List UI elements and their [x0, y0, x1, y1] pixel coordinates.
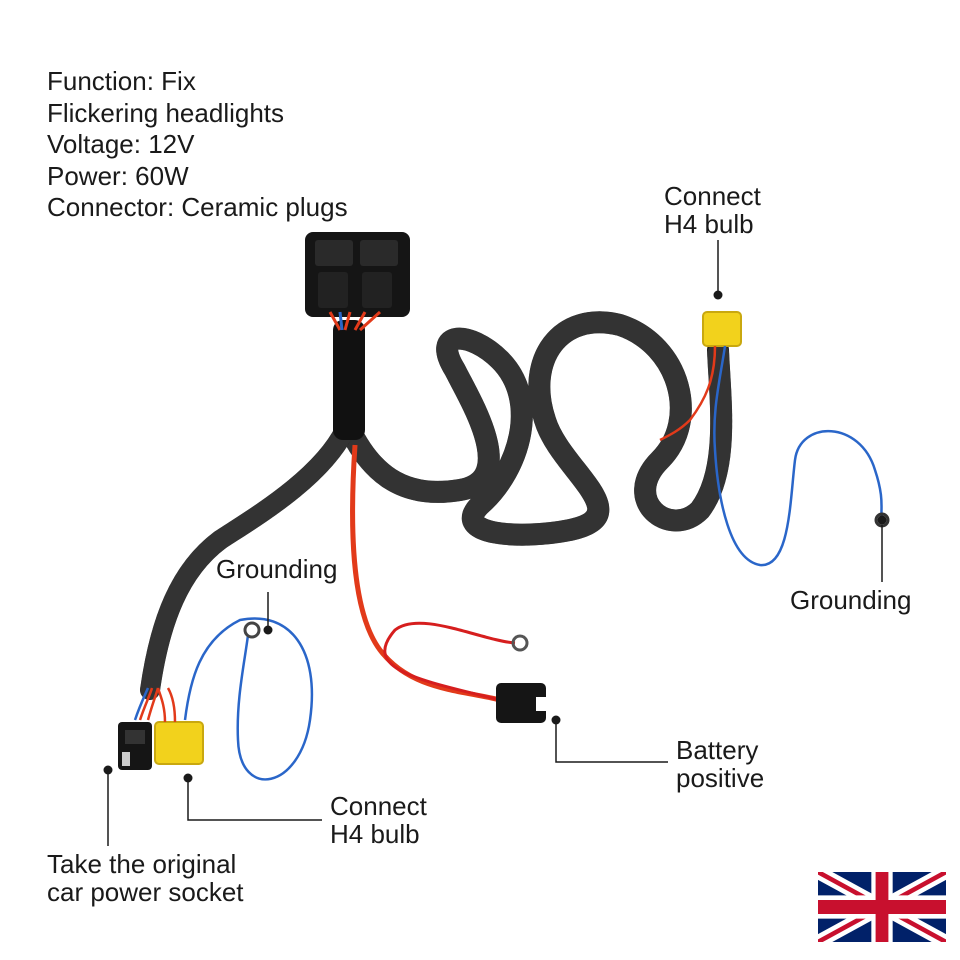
red-battery-wire: [350, 444, 501, 703]
callout-connect-h4-bottom: Connect H4 bulb: [330, 791, 427, 849]
battery-ring-terminal: [511, 634, 529, 652]
callout-grounding-right: Grounding: [790, 585, 912, 615]
spec-power: Power: 60W: [47, 160, 189, 191]
callout-battery-positive: Battery positive: [676, 735, 765, 793]
relay-connector-block: [305, 232, 410, 332]
heat-shrink-trunk: [333, 320, 365, 440]
callout-dots: [103, 290, 887, 783]
ground-ring-terminal-left: [243, 621, 261, 639]
h4-plug-top: [659, 311, 884, 567]
power-socket-plug: [118, 687, 160, 770]
callout-power-socket: Take the original car power socket: [47, 849, 244, 907]
fuse-holder: [496, 683, 546, 723]
spec-function-line2: Flickering headlights: [47, 97, 285, 128]
wire-loom-left: [140, 420, 355, 700]
callout-connect-h4-top: Connect H4 bulb: [664, 181, 761, 239]
callout-grounding-left: Grounding: [216, 554, 338, 584]
blue-ground-wire-left: [183, 617, 314, 781]
spec-voltage: Voltage: 12V: [47, 129, 195, 159]
specifications-block: Function: Fix Flickering headlights Volt…: [47, 66, 348, 224]
red-battery-lead: [383, 621, 516, 702]
h4-plug-bottom: [154, 687, 204, 765]
spec-function-line1: Function: Fix: [47, 66, 196, 96]
spec-connector: Connector: Ceramic plugs: [47, 192, 348, 222]
wire-loom-main: [339, 311, 733, 546]
union-jack-flag-icon: [818, 872, 946, 942]
callout-leaders: [107, 240, 883, 846]
